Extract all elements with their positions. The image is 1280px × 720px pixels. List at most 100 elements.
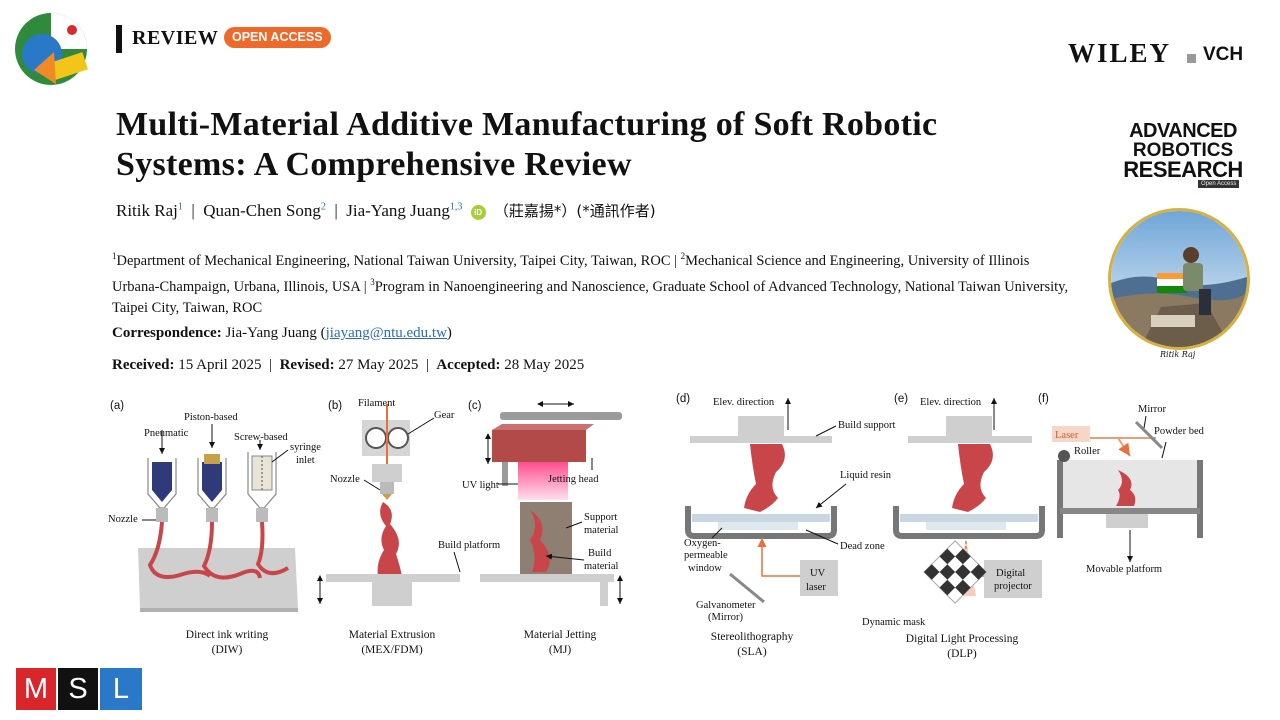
panel-label: (a) [110, 400, 124, 412]
paper-title: Multi-Material Additive Manufacturing of… [116, 106, 938, 183]
figure-label: syringe [290, 442, 321, 453]
figure-label: inlet [296, 455, 315, 466]
panel-caption: Stereolithography [711, 631, 794, 643]
journal-logo-line: RESEARCH [1123, 157, 1243, 182]
figure-label: laser [806, 582, 826, 593]
figure-label: (Mirror) [708, 612, 743, 623]
figure-label: Piston-based [184, 412, 238, 423]
panel-b-mex: (b) Filament Gear Nozzle Build platform … [317, 398, 500, 656]
figure-label: window [688, 563, 722, 574]
author-name: Jia-Yang Juang [346, 201, 450, 220]
society-logo [15, 13, 88, 85]
figure-label: Movable platform [1086, 564, 1162, 575]
figure-label: Support [584, 512, 617, 523]
correspondence: Correspondence: Jia-Yang Juang (jiayang@… [112, 325, 452, 341]
review-bar [116, 25, 122, 53]
figure-label: material [584, 525, 618, 536]
accepted-date: 28 May 2025 [504, 357, 585, 373]
figure-label: Gear [434, 410, 455, 421]
panel-label: (f) [1038, 393, 1049, 405]
figure-label: UV [810, 568, 826, 579]
figure-label: Build [588, 548, 612, 559]
panel-f-sls: (f) Mirror Laser Powder bed Roller Movab… [1038, 393, 1205, 575]
panel-label: (b) [328, 400, 342, 412]
panel-caption: Material Jetting [524, 629, 597, 641]
figure-label: Screw-based [234, 432, 288, 443]
author-affil-sup: 1,3 [449, 201, 463, 213]
panel-c-mj: (c) UV light Jetting head Support materi… [462, 400, 623, 656]
photo-signature: Ritik Raj [1160, 350, 1196, 359]
panel-caption: (DIW) [212, 644, 243, 656]
author-photo [1108, 208, 1250, 350]
figure-label: material [584, 561, 618, 572]
figure-label: Build support [838, 420, 896, 431]
figure-label: Filament [358, 398, 395, 409]
accepted-label: Accepted: [436, 357, 501, 373]
am-methods-figure: (a) Pneumatic Piston-based Screw-based s… [108, 393, 1205, 660]
publisher-logo: WILEY [1068, 38, 1172, 68]
panel-caption: Digital Light Processing [906, 633, 1019, 645]
journal-logo-line: ADVANCED [1129, 120, 1237, 142]
open-access-badge: OPEN ACCESS [224, 27, 331, 48]
figure-label: Elev. direction [920, 397, 982, 408]
dynamic-mask-icon [923, 540, 987, 604]
figure-label: Elev. direction [713, 397, 775, 408]
orcid-icon[interactable]: iD [470, 205, 486, 220]
article-dates: Received: 15 April 2025 | Revised: 27 Ma… [112, 357, 585, 373]
affiliation: Mechanical Science and Engineering, Univ… [112, 252, 1030, 295]
chinese-author-note: （莊嘉揚*）(*通訊作者) [493, 202, 656, 220]
figure-label: Dead zone [840, 541, 885, 552]
figure-label: Liquid resin [840, 470, 892, 481]
figure-label: Jetting head [548, 474, 599, 485]
revised-date: 27 May 2025 [338, 357, 419, 373]
panel-caption: Direct ink writing [186, 629, 269, 641]
affiliation: Program in Nanoengineering and Nanoscien… [112, 278, 1069, 316]
figure-label: Oxygen- [684, 538, 721, 549]
logo-letter-m: M [16, 668, 56, 710]
figure-label: Roller [1074, 446, 1101, 457]
affil-sup: 1 [112, 251, 117, 261]
revised-label: Revised: [279, 357, 335, 373]
journal-logo: ADVANCED ROBOTICS RESEARCH [1120, 120, 1246, 182]
figure-label: UV light [462, 480, 499, 491]
panel-caption: (MJ) [549, 644, 572, 656]
affiliations: 1Department of Mechanical Engineering, N… [112, 251, 1069, 316]
panel-e-dlp: (e) Elev. direction Digital projector Dy… [862, 393, 1045, 660]
figure-label: projector [994, 581, 1032, 592]
panel-caption: (DLP) [947, 648, 977, 660]
author-name: Ritik Raj [116, 201, 178, 220]
logo-letter-l: L [100, 668, 142, 710]
article-type-label: REVIEW [132, 27, 219, 49]
figure-label: Build platform [438, 540, 500, 551]
author-affil-sup: 2 [320, 201, 326, 213]
affiliation: Department of Mechanical Engineering, Na… [116, 252, 671, 269]
figure-label: Dynamic mask [862, 617, 926, 628]
figure-label: Laser [1055, 430, 1079, 441]
figure-label: Pneumatic [144, 428, 189, 439]
panel-label: (d) [676, 393, 690, 405]
author-list: Ritik Raj1 | Quan-Chen Song2 | Jia-Yang … [116, 201, 656, 220]
correspondence-label: Correspondence: [112, 325, 222, 341]
figure-label: Nozzle [108, 514, 138, 525]
received-label: Received: [112, 357, 175, 373]
figure-label: Nozzle [330, 474, 360, 485]
figure-label: Digital [996, 568, 1025, 579]
author-name: Quan-Chen Song [203, 201, 321, 220]
panel-a-diw: (a) Pneumatic Piston-based Screw-based s… [108, 400, 321, 656]
figure-label: permeable [684, 550, 728, 561]
figure-label: Mirror [1138, 404, 1166, 415]
affil-sup: 2 [680, 251, 686, 261]
panel-label: (c) [468, 400, 482, 412]
figure-label: Powder bed [1154, 426, 1205, 437]
panel-caption: (MEX/FDM) [361, 644, 423, 656]
publisher-logo-square [1187, 54, 1196, 63]
affil-sup: 3 [370, 276, 375, 287]
journal-logo-line: ROBOTICS [1132, 140, 1234, 161]
panel-caption: (SLA) [737, 646, 767, 658]
panel-d-sla: (d) Elev. direction Build support Liquid… [676, 393, 896, 658]
correspondence-email-link[interactable]: jiayang@ntu.edu.tw [325, 325, 447, 341]
received-date: 15 April 2025 [178, 357, 262, 373]
author-affil-sup: 1 [177, 201, 183, 213]
panel-label: (e) [894, 393, 908, 405]
publisher-logo-sub: VCH [1203, 44, 1244, 65]
